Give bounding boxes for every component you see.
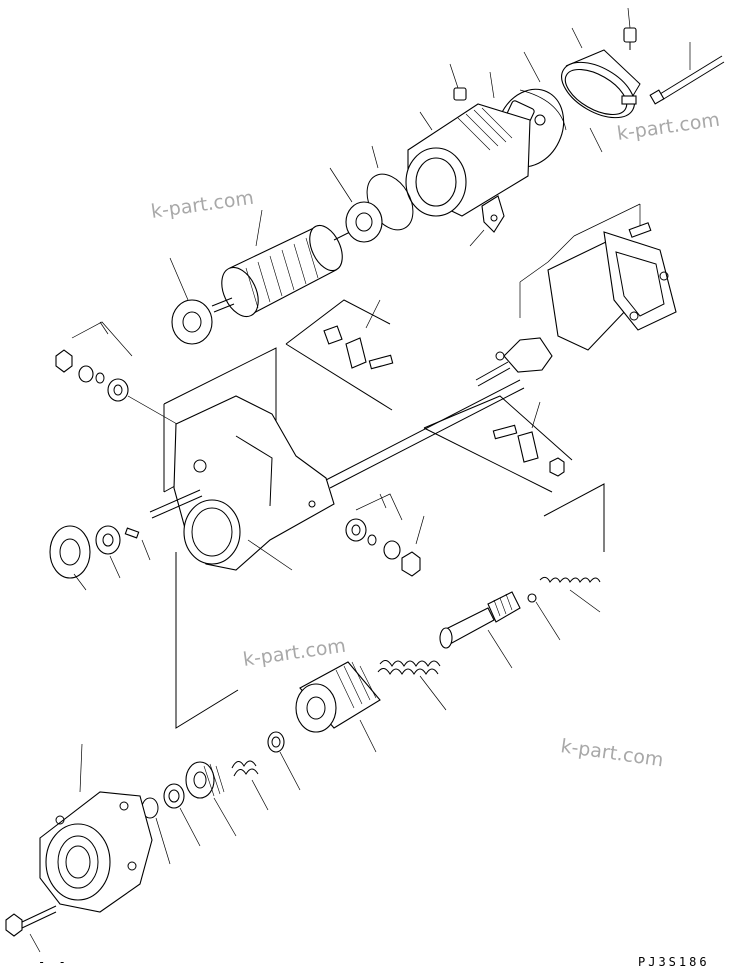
yoke-field-frame: [405, 103, 531, 217]
cover-bolt: [623, 7, 637, 50]
washer-lower: [267, 731, 301, 791]
overrunning-clutch: [295, 661, 381, 753]
main-housing: [163, 347, 525, 571]
small-nut: [449, 63, 467, 101]
corner-mark: - -: [38, 955, 69, 968]
spring-middle: [377, 660, 447, 711]
gasket-plate: [519, 203, 677, 351]
armature-bearing-top: [329, 167, 383, 243]
drawing-code: PJ3S186: [638, 955, 710, 968]
armature-bearing-bottom: [169, 257, 213, 345]
lower-frame-lines: [175, 483, 605, 729]
housing-shaft: [149, 489, 203, 519]
bearing-left: [49, 525, 151, 591]
bracket-set-upper: [285, 299, 394, 411]
washer-nut-middle: [345, 493, 425, 577]
small-ball: [527, 593, 561, 641]
watermark-2: k-part.com: [616, 109, 722, 145]
front-bolt: [5, 905, 57, 953]
armature: [211, 209, 351, 318]
through-bolt: [649, 42, 725, 105]
watermark-3: k-part.com: [242, 635, 348, 671]
plate-screw: [628, 222, 652, 238]
plunger: [475, 337, 553, 387]
brush-clip: [469, 195, 505, 247]
pinion-shaft: [439, 591, 521, 669]
stop-collar: [163, 783, 201, 847]
pinion-gear: [185, 761, 237, 837]
nut-cluster-left: [55, 321, 185, 429]
spring-lower: [231, 760, 269, 811]
front-housing: [39, 743, 153, 913]
watermark-1: k-part.com: [150, 187, 256, 223]
spring-right: [539, 576, 601, 613]
watermark-4: k-part.com: [559, 735, 665, 771]
bracket-set-right: [423, 395, 573, 493]
cover-band: [561, 27, 641, 153]
